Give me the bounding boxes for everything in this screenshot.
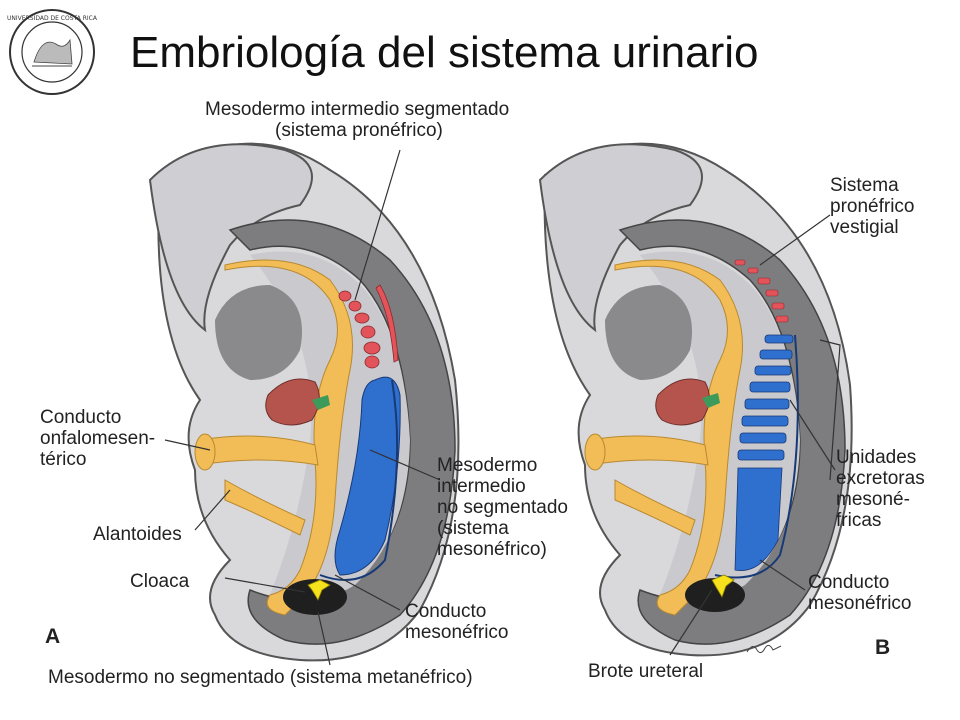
label-mesonephric-duct-b: Conducto mesonéfrico	[808, 572, 912, 614]
label-omphalomesenteric: Conducto onfalomesen- térico	[40, 407, 156, 470]
label-cloaca: Cloaca	[130, 571, 190, 592]
label-mesonephros-a: Mesodermo intermedio no segmentado (sist…	[437, 455, 568, 560]
pronephros-a	[338, 284, 399, 369]
pronephros-b	[734, 259, 789, 323]
label-pronephros-a: Mesodermo intermedio segmentado (sistema…	[205, 99, 510, 141]
panel-letter-a: A	[45, 625, 61, 648]
label-excretory-units: Unidades excretoras mesoné- fricas	[836, 447, 925, 531]
label-vestigial-pronephros: Sistema pronéfrico vestigial	[830, 175, 915, 238]
university-seal-icon: UNIVERSIDAD DE COSTA RICA	[7, 9, 98, 95]
embryo-b	[538, 142, 853, 657]
mesonephros-a	[334, 376, 401, 576]
slide-title: Embriología del sistema urinario	[130, 28, 759, 77]
svg-text:UNIVERSIDAD DE COSTA RICA: UNIVERSIDAD DE COSTA RICA	[7, 15, 98, 22]
label-ureteric-bud: Brote ureteral	[588, 661, 704, 682]
label-metanephros: Mesodermo no segmentado (sistema metanéf…	[48, 667, 473, 688]
heart-a	[265, 378, 320, 426]
metanephros-a	[283, 579, 347, 615]
label-mesonephric-duct-a: Conducto mesonéfrico	[405, 601, 509, 643]
signature-icon	[746, 644, 782, 654]
embryo-a	[148, 142, 460, 666]
panel-letter-b: B	[875, 636, 891, 659]
mesonephros-b	[734, 334, 794, 572]
label-allantois: Alantoides	[93, 524, 182, 545]
